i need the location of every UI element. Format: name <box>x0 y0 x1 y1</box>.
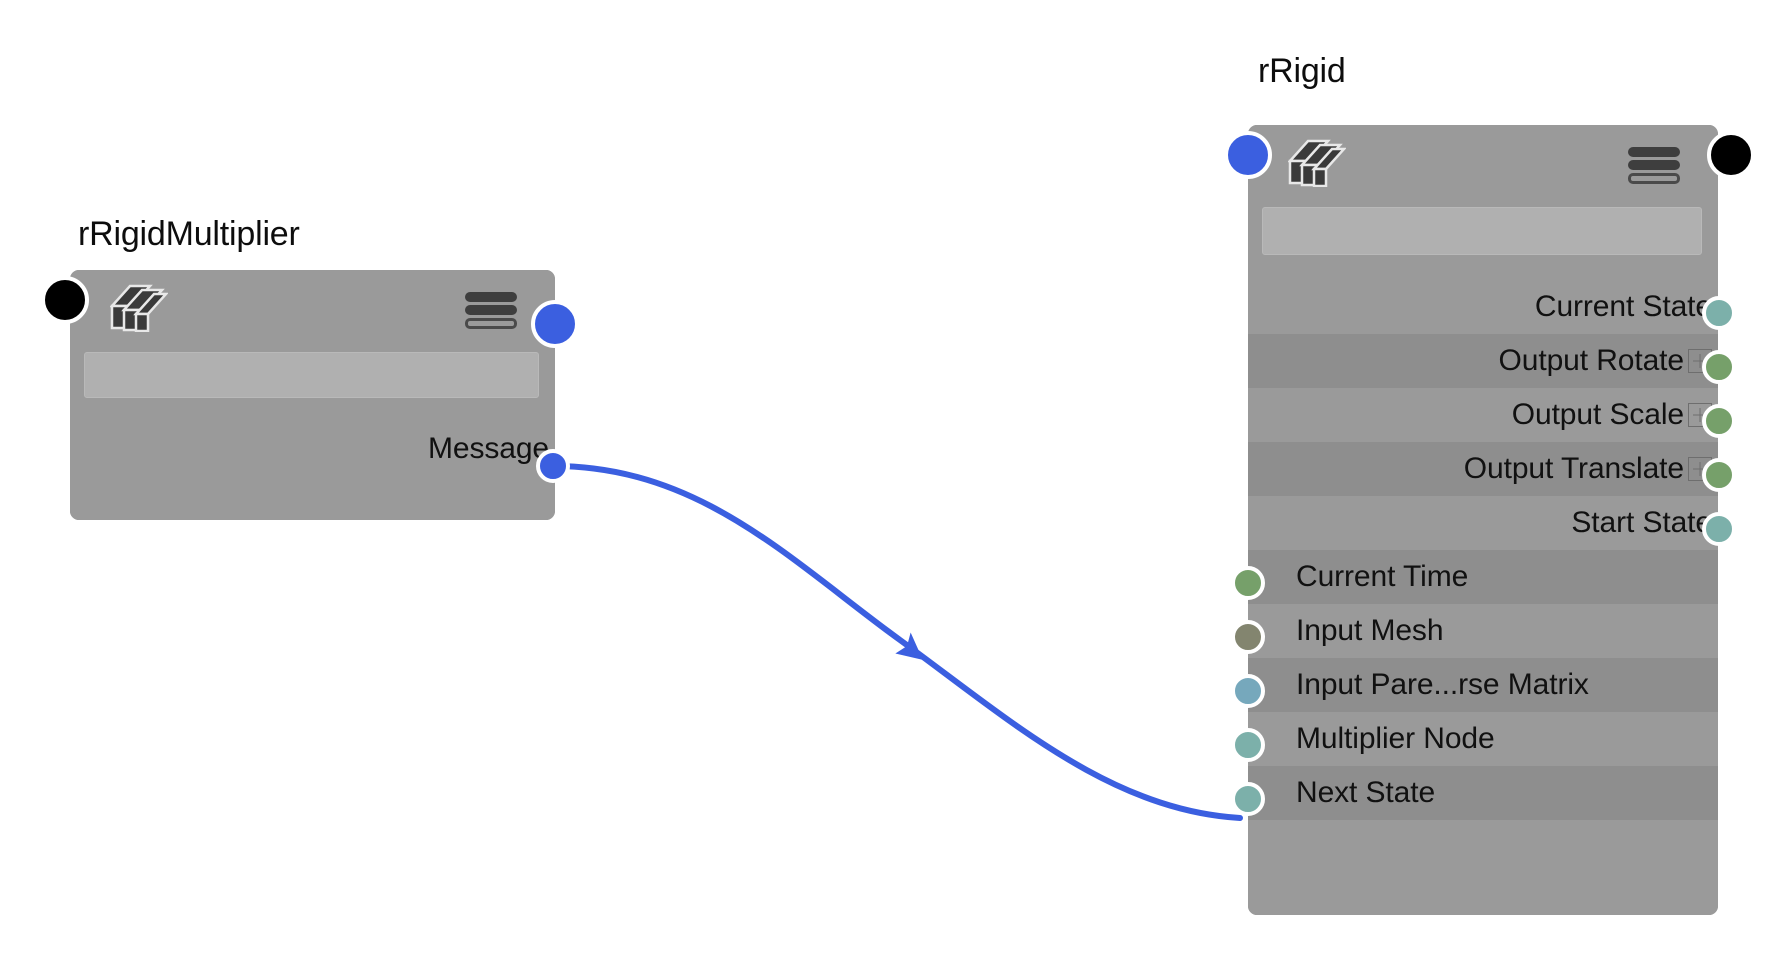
connection-message-to-multiplier-node[interactable] <box>550 463 1243 821</box>
node-title-rrigid: rRigid <box>1258 52 1346 90</box>
input-row-multiplier-node[interactable]: Multiplier Node <box>1248 712 1718 766</box>
node-text-field-rrigidmultiplier[interactable] <box>84 352 539 398</box>
output-label-output-rotate: Output Rotate <box>1498 344 1685 377</box>
output-row-output-rotate[interactable]: Output Rotate <box>1248 334 1718 388</box>
output-row-message[interactable]: Message <box>70 422 555 476</box>
node-rows-rrigidmultiplier: Message <box>70 422 555 476</box>
menu-icon[interactable] <box>1628 147 1680 184</box>
node-rows-rrigid: Current State Output Rotate Output Scale… <box>1248 280 1718 820</box>
port-output-output-translate[interactable] <box>1702 458 1736 492</box>
node-text-field-rrigid[interactable] <box>1262 207 1702 255</box>
node-rrigidmultiplier[interactable]: Message <box>70 270 555 520</box>
input-label-current-time: Current Time <box>1296 560 1469 593</box>
port-execute-in-rrigidmultiplier[interactable] <box>41 276 89 324</box>
menu-bar-1 <box>465 292 517 302</box>
input-row-input-mesh[interactable]: Input Mesh <box>1248 604 1718 658</box>
input-label-multiplier-node: Multiplier Node <box>1296 722 1495 755</box>
input-row-input-parent-inverse-matrix[interactable]: Input Pare...rse Matrix <box>1248 658 1718 712</box>
input-row-current-time[interactable]: Current Time <box>1248 550 1718 604</box>
output-label-output-translate: Output Translate <box>1463 452 1684 485</box>
connection-arrowhead <box>895 632 923 660</box>
port-execute-out-rrigidmultiplier[interactable] <box>531 300 579 348</box>
port-input-multiplier-node[interactable] <box>1231 728 1265 762</box>
node-header-rrigid[interactable] <box>1248 125 1718 199</box>
port-output-output-rotate[interactable] <box>1702 350 1736 384</box>
output-row-current-state[interactable]: Current State <box>1248 280 1718 334</box>
port-output-current-state[interactable] <box>1702 296 1736 330</box>
menu-icon[interactable] <box>465 292 517 329</box>
input-label-next-state: Next State <box>1296 776 1436 809</box>
input-label-input-mesh: Input Mesh <box>1296 614 1444 647</box>
input-row-next-state[interactable]: Next State <box>1248 766 1718 820</box>
menu-bar-1 <box>1628 147 1680 157</box>
layers-icon <box>1287 139 1347 188</box>
node-footer-rrigidmultiplier <box>70 476 555 520</box>
output-row-output-translate[interactable]: Output Translate <box>1248 442 1718 496</box>
port-execute-out-rrigid[interactable] <box>1707 131 1755 179</box>
layers-icon <box>109 284 169 333</box>
output-label-current-state: Current State <box>1534 290 1712 323</box>
menu-bar-3 <box>1628 173 1680 184</box>
output-row-output-scale[interactable]: Output Scale <box>1248 388 1718 442</box>
menu-bar-3 <box>465 318 517 329</box>
port-input-input-parent-inverse-matrix[interactable] <box>1231 674 1265 708</box>
port-input-current-time[interactable] <box>1231 566 1265 600</box>
output-label-output-scale: Output Scale <box>1511 398 1684 431</box>
port-output-start-state[interactable] <box>1702 512 1736 546</box>
node-footer-rrigid <box>1248 820 1718 915</box>
port-output-message[interactable] <box>536 449 570 483</box>
node-title-rrigidmultiplier: rRigidMultiplier <box>78 215 300 253</box>
port-input-input-mesh[interactable] <box>1231 620 1265 654</box>
node-header-rrigidmultiplier[interactable] <box>70 270 555 344</box>
node-rrigid[interactable]: Current State Output Rotate Output Scale… <box>1248 125 1718 915</box>
menu-bar-2 <box>465 305 517 315</box>
output-label-start-state: Start State <box>1571 506 1712 539</box>
output-row-start-state[interactable]: Start State <box>1248 496 1718 550</box>
input-label-input-parent-inverse-matrix: Input Pare...rse Matrix <box>1296 668 1589 701</box>
menu-bar-2 <box>1628 160 1680 170</box>
port-input-next-state[interactable] <box>1231 782 1265 816</box>
output-label-message: Message <box>427 432 549 465</box>
port-output-output-scale[interactable] <box>1702 404 1736 438</box>
port-execute-in-rrigid[interactable] <box>1224 131 1272 179</box>
